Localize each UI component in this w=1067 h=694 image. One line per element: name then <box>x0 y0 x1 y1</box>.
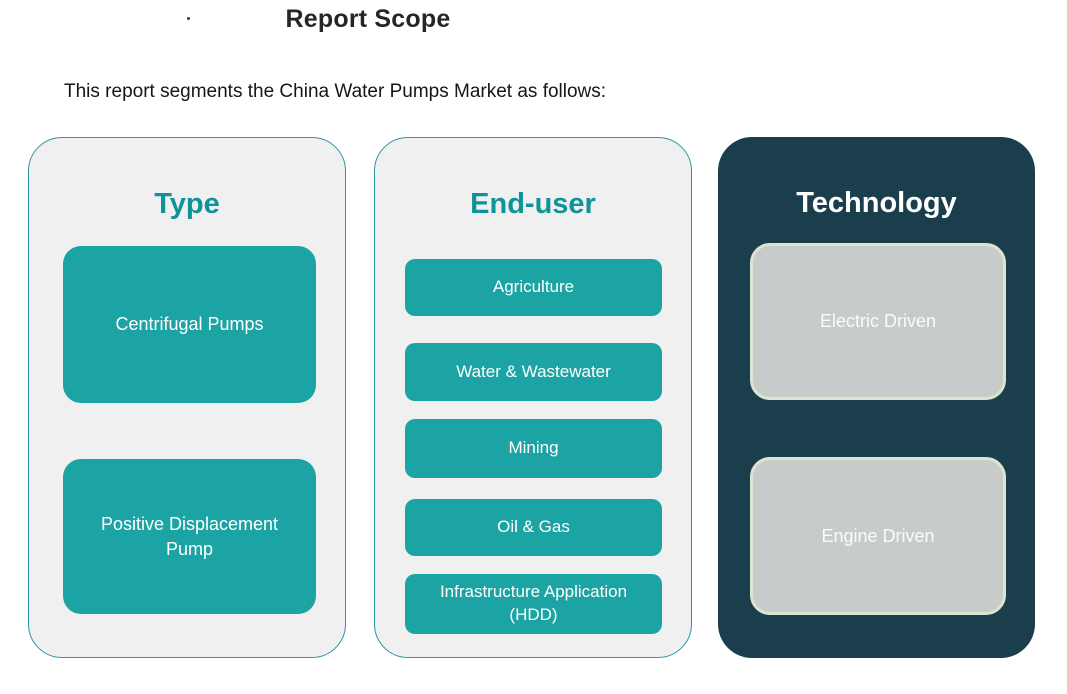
segment-mining: Mining <box>405 419 662 478</box>
segment-electric-driven: Electric Driven <box>750 243 1006 400</box>
panel-technology-header: Technology <box>796 187 957 219</box>
panel-end-user-header: End-user <box>470 188 596 220</box>
segment-infrastructure-hdd: Infrastructure Application (HDD) <box>405 574 662 634</box>
segment-engine-driven: Engine Driven <box>750 457 1006 615</box>
segment-agriculture: Agriculture <box>405 259 662 316</box>
segment-positive-displacement-pump: Positive Displacement Pump <box>63 459 316 614</box>
segment-water-wastewater: Water & Wastewater <box>405 343 662 401</box>
panel-type-header: Type <box>154 188 220 220</box>
segment-oil-gas: Oil & Gas <box>405 499 662 556</box>
subtitle: This report segments the China Water Pum… <box>64 81 607 102</box>
page-title: Report Scope <box>285 5 451 33</box>
panel-type: Type Centrifugal Pumps Positive Displace… <box>28 137 346 658</box>
panel-technology: Technology Electric Driven Engine Driven <box>718 137 1035 658</box>
segment-centrifugal-pumps: Centrifugal Pumps <box>63 246 316 403</box>
stray-dot <box>187 17 190 20</box>
panel-end-user: End-user Agriculture Water & Wastewater … <box>374 137 692 658</box>
